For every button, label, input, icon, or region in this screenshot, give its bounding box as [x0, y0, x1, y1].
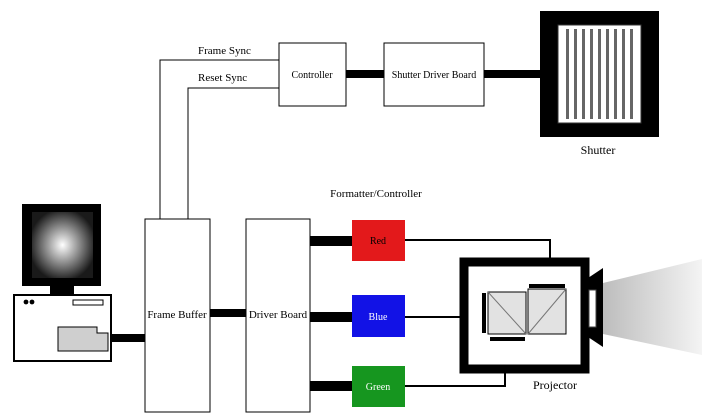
shutter-slats	[566, 29, 633, 119]
green-channel-box	[352, 366, 405, 407]
sync-wiring	[159, 59, 279, 219]
red-channel-label: Red	[370, 236, 386, 247]
projector-label: Projector	[533, 378, 577, 392]
blue-channel-label: Blue	[369, 312, 388, 323]
controller-to-shutter-driver-link	[346, 70, 384, 78]
disk-slot	[72, 299, 104, 306]
driver-to-blue-link	[310, 312, 352, 322]
thick-connectors	[110, 70, 540, 391]
projector-icon	[459, 257, 603, 374]
driver-to-red-link	[310, 236, 352, 246]
shutter-driver-to-shutter-link	[484, 70, 540, 78]
frame-sync-line	[159, 59, 279, 219]
reset-sync-label: Reset Sync	[198, 72, 247, 84]
lens-element	[588, 289, 597, 328]
shutter-label: Shutter	[581, 143, 616, 157]
blue-channel-box	[352, 295, 405, 337]
red-channel-box	[352, 220, 405, 261]
driver-board-label: Driver Board	[249, 309, 308, 321]
frame-sync-label: Frame Sync	[198, 45, 251, 57]
monitor-screen	[32, 212, 93, 278]
driver-to-green-link	[310, 381, 352, 391]
computer-to-frame-buffer-link	[110, 334, 145, 342]
prism-right-diagonal	[527, 288, 567, 335]
computer-icon	[13, 204, 112, 362]
case-button-right	[29, 299, 35, 305]
controller-label: Controller	[291, 70, 333, 81]
controller-box	[278, 42, 347, 107]
prism-left-diagonal	[487, 291, 527, 335]
red-panel	[529, 284, 565, 288]
blue-panel	[482, 293, 486, 333]
green-channel-label: Green	[366, 382, 390, 393]
green-panel	[490, 337, 525, 341]
drive-bay	[57, 326, 109, 352]
case-button-left	[23, 299, 29, 305]
driver-board-box	[245, 218, 311, 413]
shutter-driver-board-box	[383, 42, 485, 107]
frame-buffer-to-driver-board-link	[210, 309, 246, 317]
projection-beam	[603, 259, 702, 355]
frame-buffer-box	[144, 218, 211, 413]
monitor-stand	[50, 286, 74, 295]
reset-sync-line	[187, 87, 279, 219]
shutter-driver-board-label: Shutter Driver Board	[392, 70, 476, 81]
formatter-controller-label: Formatter/Controller	[330, 188, 422, 200]
shutter-icon	[540, 11, 659, 137]
frame-buffer-label: Frame Buffer	[147, 309, 207, 321]
